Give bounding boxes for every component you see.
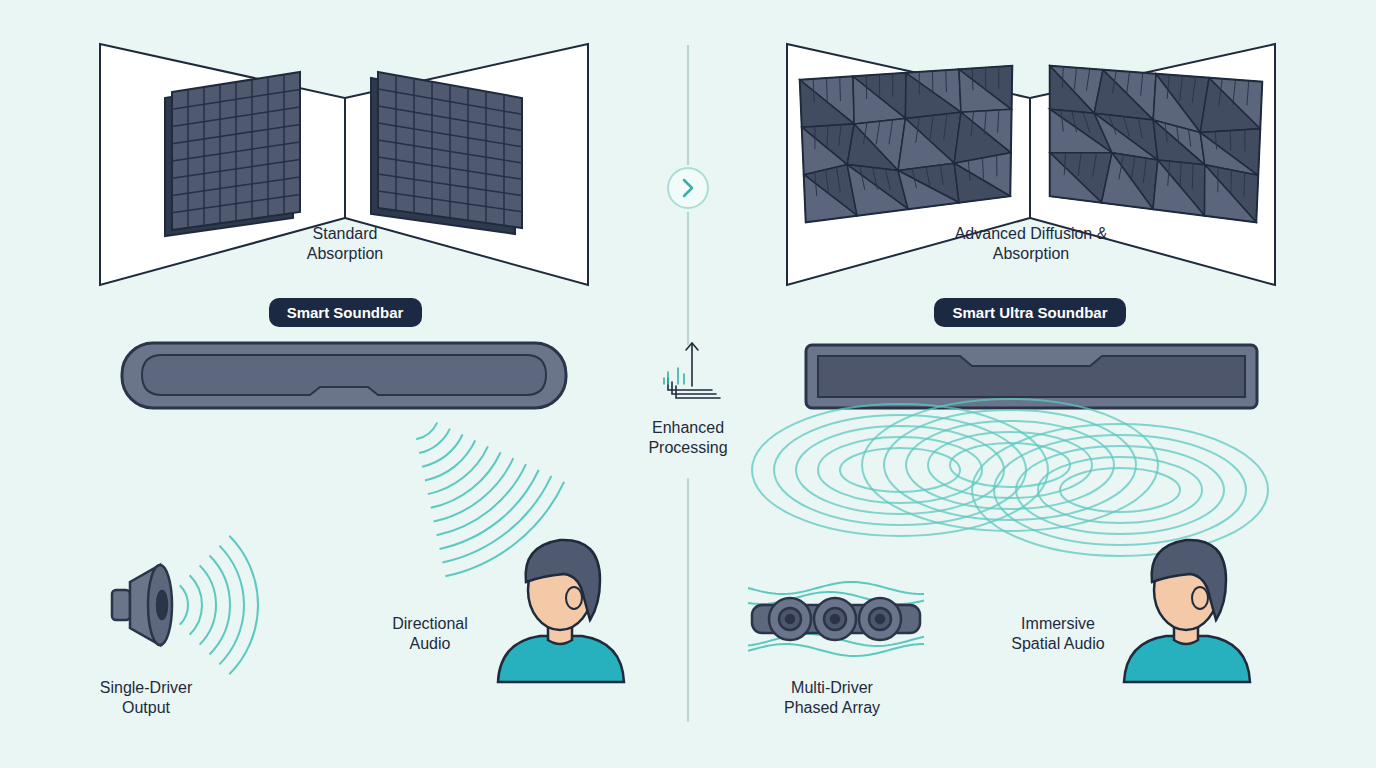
- diffusion-panel: [1050, 66, 1262, 222]
- sound-waves: [180, 399, 1268, 674]
- wall-right: [787, 44, 1275, 285]
- caption-label: Immersive Spatial Audio: [1000, 614, 1116, 654]
- wall-left: [100, 44, 588, 285]
- product-name: Smart Ultra Soundbar: [952, 304, 1108, 321]
- product-tag: Smart Soundbar: [269, 298, 422, 327]
- acoustic-panels: [165, 66, 1262, 236]
- phased-array: [752, 598, 920, 640]
- chevron-icon: [668, 168, 708, 208]
- absorption-panel: [371, 72, 522, 234]
- divider: [687, 45, 689, 722]
- diffusion-panel: [800, 66, 1012, 222]
- caption-label: Single-Driver Output: [88, 678, 204, 718]
- listener-head: [498, 540, 624, 682]
- soundbar-left: [122, 343, 566, 408]
- caption-label: Advanced Diffusion & Absorption: [943, 224, 1119, 264]
- caption-label: Enhanced Processing: [633, 418, 743, 458]
- product-name: Smart Soundbar: [287, 304, 404, 321]
- single-driver: [112, 565, 172, 645]
- caption-label: Directional Audio: [382, 614, 478, 654]
- caption-label: Standard Absorption: [290, 224, 400, 264]
- listener-head: [1124, 540, 1250, 682]
- soundbar-right: [806, 345, 1257, 408]
- absorption-panel: [165, 72, 300, 236]
- product-tag: Smart Ultra Soundbar: [934, 298, 1126, 327]
- listeners: [498, 540, 1250, 682]
- processing-icon: [664, 343, 720, 398]
- caption-label: Multi-Driver Phased Array: [774, 678, 890, 718]
